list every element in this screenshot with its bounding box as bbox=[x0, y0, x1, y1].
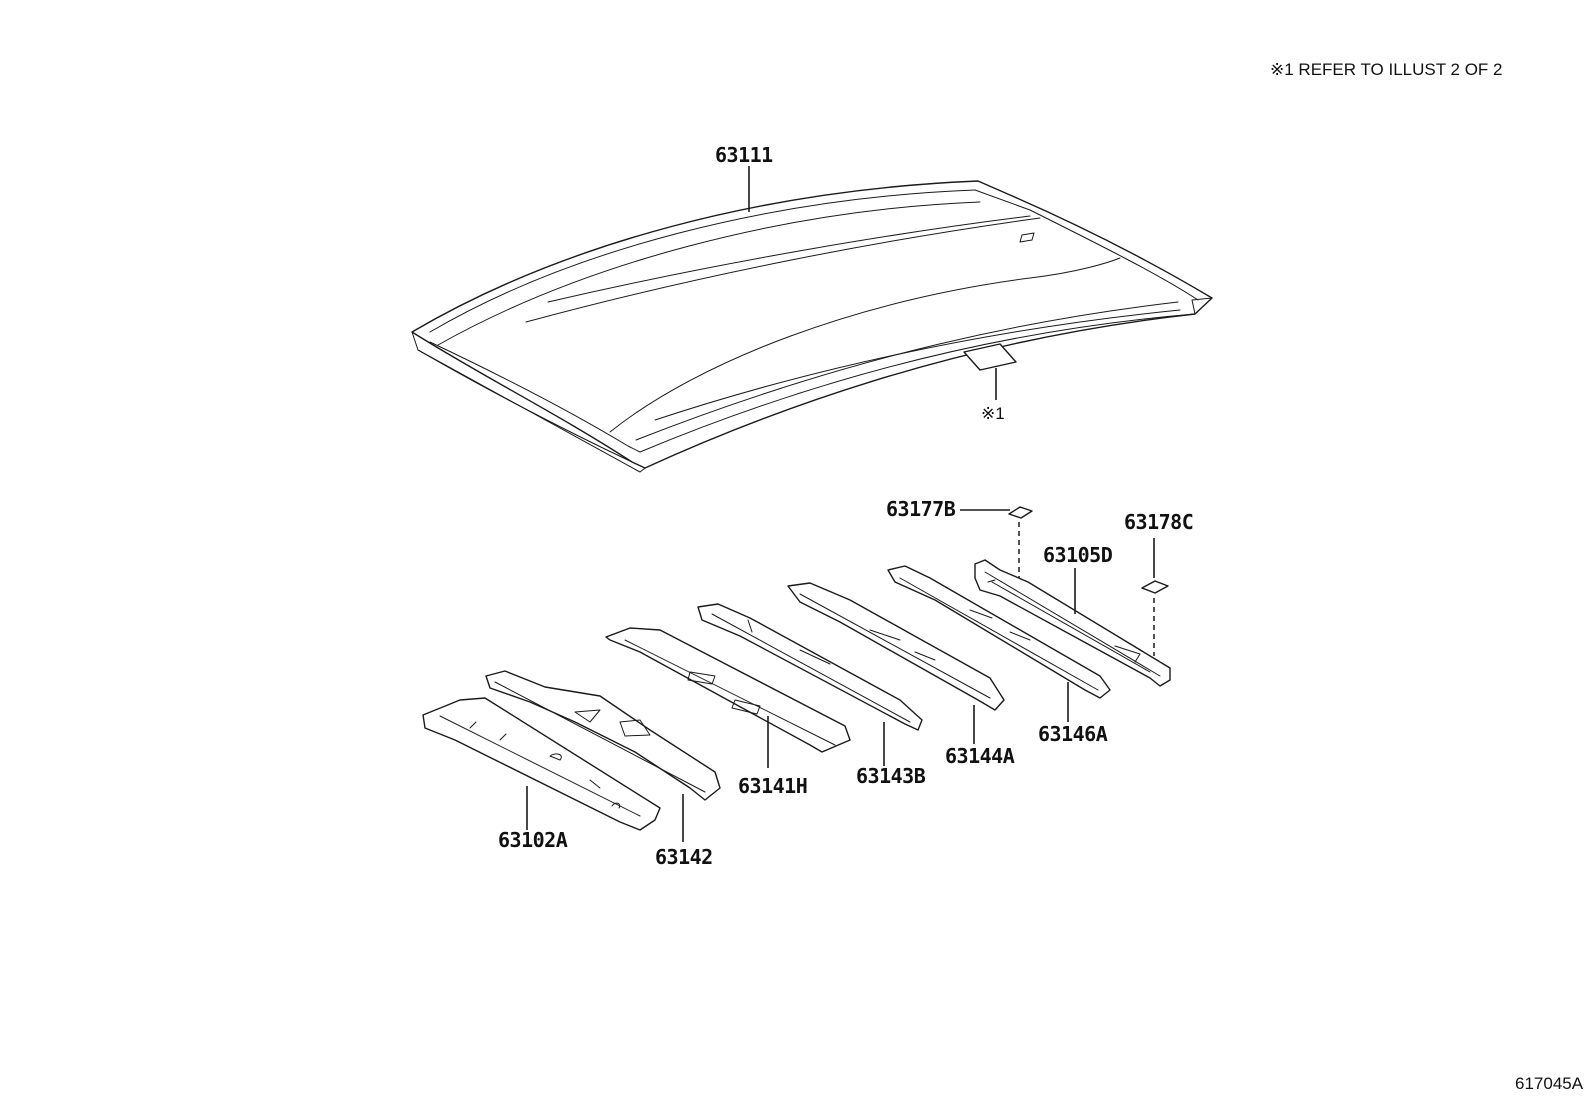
label-63141H: 63141H bbox=[738, 774, 807, 798]
member-63102A[interactable] bbox=[422, 697, 661, 831]
member-63141H[interactable] bbox=[605, 627, 851, 753]
label-63177B: 63177B bbox=[886, 497, 956, 521]
ref-patch[interactable] bbox=[963, 343, 1017, 371]
label-63178C: 63178C bbox=[1124, 510, 1193, 534]
member-63105D[interactable] bbox=[974, 559, 1171, 687]
refer-note: ※1 REFER TO ILLUST 2 OF 2 bbox=[1270, 60, 1503, 79]
member-63142[interactable] bbox=[485, 670, 721, 801]
patch-63177B[interactable] bbox=[1008, 506, 1033, 519]
label-63105D: 63105D bbox=[1043, 543, 1113, 567]
member-63143B[interactable] bbox=[697, 603, 923, 731]
label-63102A: 63102A bbox=[498, 828, 568, 852]
label-63146A: 63146A bbox=[1038, 722, 1108, 746]
illustration-code: 617045A bbox=[1515, 1074, 1584, 1093]
member-63144A[interactable] bbox=[787, 582, 1005, 711]
label-63111: 63111 bbox=[715, 143, 773, 167]
label-63142: 63142 bbox=[655, 845, 713, 869]
ref-marker: ※1 bbox=[981, 404, 1005, 423]
label-63143B: 63143B bbox=[856, 764, 926, 788]
label-63144A: 63144A bbox=[945, 744, 1015, 768]
roof-panel[interactable] bbox=[411, 180, 1213, 473]
member-63146A[interactable] bbox=[887, 565, 1111, 699]
patch-63178C[interactable] bbox=[1141, 580, 1169, 594]
